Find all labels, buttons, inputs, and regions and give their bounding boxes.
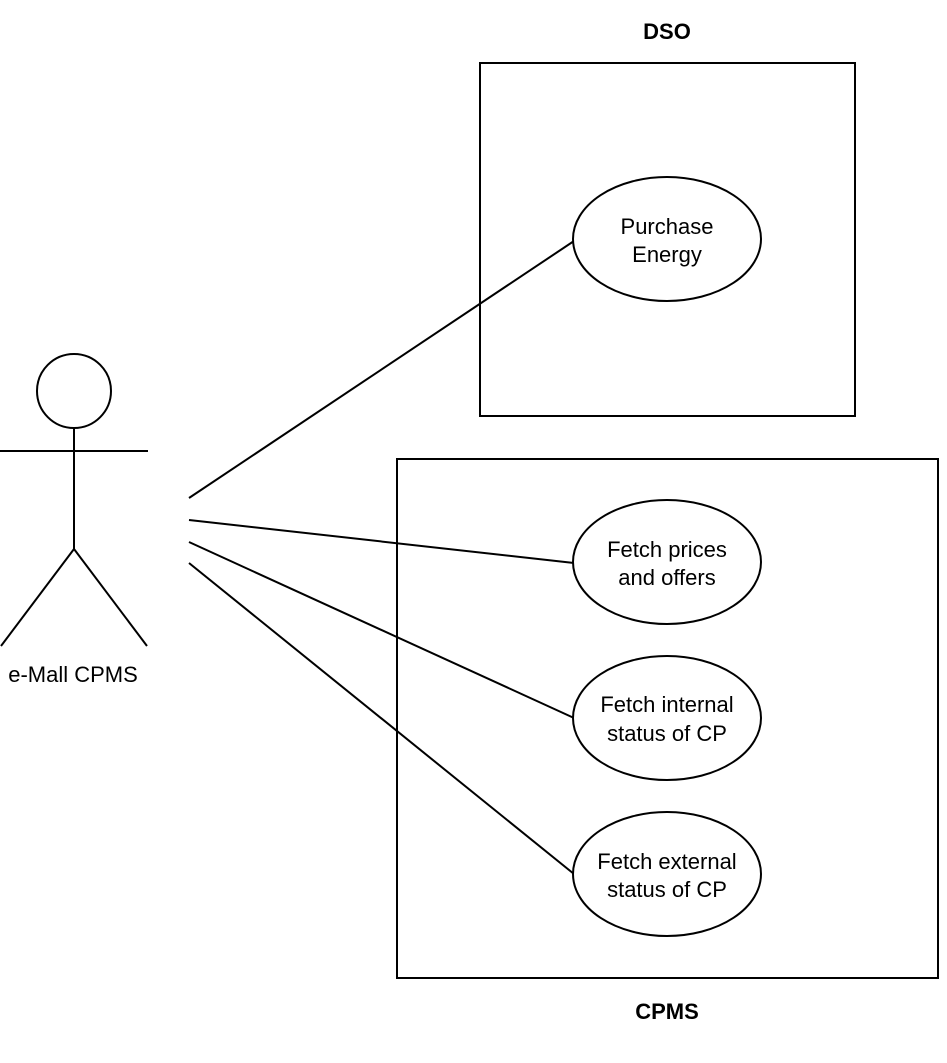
- use-case-label: Energy: [632, 242, 702, 267]
- use-case-label: Fetch external: [597, 849, 736, 874]
- actor-head: [36, 353, 112, 429]
- actor-left-leg: [0, 548, 75, 647]
- use-case-label: Purchase: [621, 214, 714, 239]
- association-fetch-internal-status: [188, 541, 575, 719]
- use-case-purchase-energy[interactable]: Purchase Energy: [572, 176, 762, 302]
- use-case-fetch-prices[interactable]: Fetch prices and offers: [572, 499, 762, 625]
- actor-label: e-Mall CPMS: [8, 662, 138, 687]
- use-case-label: Fetch prices: [607, 537, 727, 562]
- use-case-label: status of CP: [607, 877, 727, 902]
- cpms-title: CPMS: [635, 999, 699, 1024]
- use-case-ellipse: [572, 811, 762, 937]
- actor-right-leg: [73, 548, 148, 647]
- use-case-fetch-internal-status[interactable]: Fetch internal status of CP: [572, 655, 762, 781]
- association-fetch-external-status: [188, 562, 575, 875]
- use-case-label: status of CP: [607, 721, 727, 746]
- use-case-label: and offers: [618, 565, 715, 590]
- use-case-ellipse: [572, 655, 762, 781]
- use-case-ellipse: [572, 176, 762, 302]
- use-case-fetch-external-status[interactable]: Fetch external status of CP: [572, 811, 762, 937]
- use-case-label: Fetch internal: [600, 692, 733, 717]
- actor-e-mall-cpms[interactable]: e-Mall CPMS: [0, 353, 148, 687]
- association-purchase-energy: [188, 240, 575, 499]
- association-fetch-prices: [188, 519, 575, 564]
- dso-title: DSO: [643, 19, 691, 44]
- use-case-ellipse: [572, 499, 762, 625]
